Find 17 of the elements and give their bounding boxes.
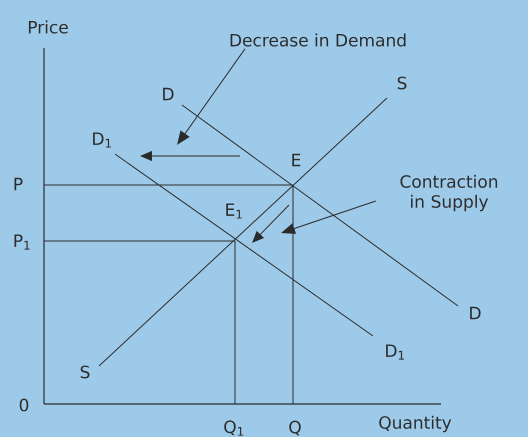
callout-text: Contraction in Supply: [400, 174, 498, 212]
axis-label: Quantity: [379, 416, 452, 432]
axis-value: Q: [289, 420, 301, 436]
axis-value: P$_{1}$: [14, 234, 30, 250]
curve-label: S: [80, 366, 90, 378]
curve-label: D$_{1}$: [93, 132, 111, 148]
axis-value: P: [14, 178, 23, 190]
axis-value: Q$_{1}$: [224, 420, 244, 436]
axis-label: Price: [28, 20, 68, 34]
point-label: E: [292, 154, 300, 166]
curve-label: D: [470, 306, 481, 320]
axis-value: 0: [20, 398, 28, 412]
callout-text: Decrease in Demand: [230, 33, 406, 47]
curve-label: D: [163, 88, 174, 100]
curve-label: D$_{1}$: [386, 344, 404, 360]
point-label: E$_{1}$: [226, 203, 242, 219]
curve-label: S: [398, 76, 406, 90]
